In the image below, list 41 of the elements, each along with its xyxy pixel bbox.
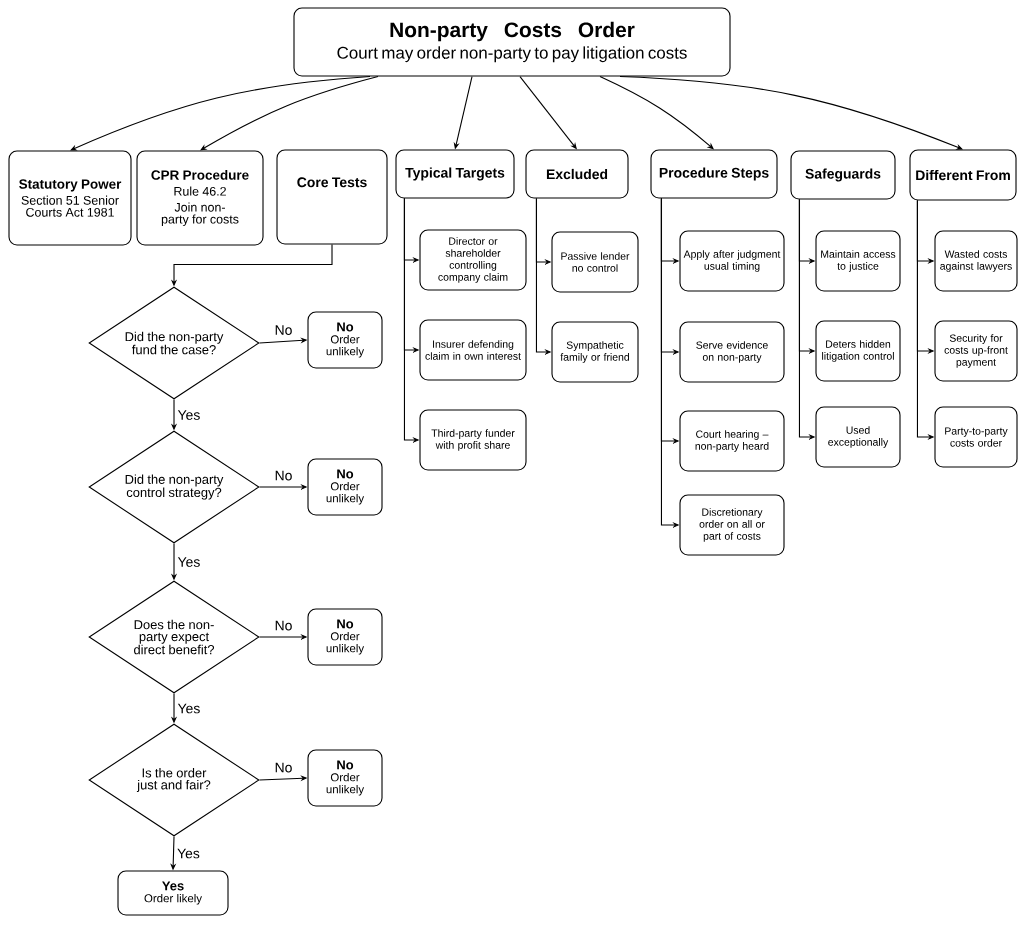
item-box: Passive lender no control: [551, 231, 639, 293]
arrow: [619, 76, 963, 150]
category-box: Core Tests: [276, 149, 388, 245]
category-box: Safeguards: [790, 150, 896, 200]
category-box: Different From: [909, 149, 1017, 201]
category-box: Excluded: [525, 149, 629, 199]
category-box: Typical Targets: [395, 149, 515, 199]
category-box: Procedure Steps: [650, 149, 778, 199]
edge-label: No: [273, 619, 294, 632]
title-box: Non-party Costs Order Court may order non-party to pay litigation costs: [293, 7, 731, 77]
edge-label: Yes: [176, 556, 202, 568]
item-box: Third-party funder with profit share: [419, 409, 527, 471]
edge-label: No: [273, 324, 294, 336]
item-box: Deters hidden litigation control: [815, 320, 901, 382]
edge-label: No: [273, 761, 294, 774]
arrow: [70, 76, 371, 151]
edge-label: Yes: [176, 702, 202, 715]
outcome-box: No Order unlikely: [307, 458, 383, 516]
outcome-box: No Order unlikely: [307, 749, 383, 807]
item-box: Used exceptionally: [815, 406, 901, 468]
item-box: Serve evidence on non-party: [679, 321, 785, 383]
arrow: [599, 76, 714, 150]
item-box: Apply after judgment usual timing: [679, 230, 785, 292]
item-box: Director or shareholder controlling company claim: [419, 229, 527, 291]
item-box: Insurer defending claim in own interest: [419, 319, 527, 381]
outcome-box: No Order unlikely: [307, 608, 383, 666]
item-box: Party-to-party costs order: [934, 406, 1018, 468]
arrow: [200, 76, 379, 151]
category-box: CPR Procedure Rule 46.2 Join non-party for costs: [136, 150, 264, 246]
category-box: Statutory Power Section 51 Senior Courts Act 1981: [8, 150, 132, 246]
item-box: Court hearing – non-party heard: [679, 410, 785, 472]
item-box: Discretionary order on all or part of costs: [679, 494, 785, 556]
item-box: Wasted costs against lawyers: [934, 230, 1018, 292]
item-box: Security for costs up-front payment: [934, 320, 1018, 382]
edge-label: No: [273, 469, 294, 482]
outcome-box: No Order unlikely: [307, 311, 383, 369]
outcome-box: Yes Order likely: [117, 870, 229, 916]
item-box: Maintain access to justice: [815, 230, 901, 292]
edge-label: Yes: [176, 847, 201, 860]
item-box: Sympathetic family or friend: [551, 321, 639, 383]
edge-label: Yes: [176, 409, 202, 421]
